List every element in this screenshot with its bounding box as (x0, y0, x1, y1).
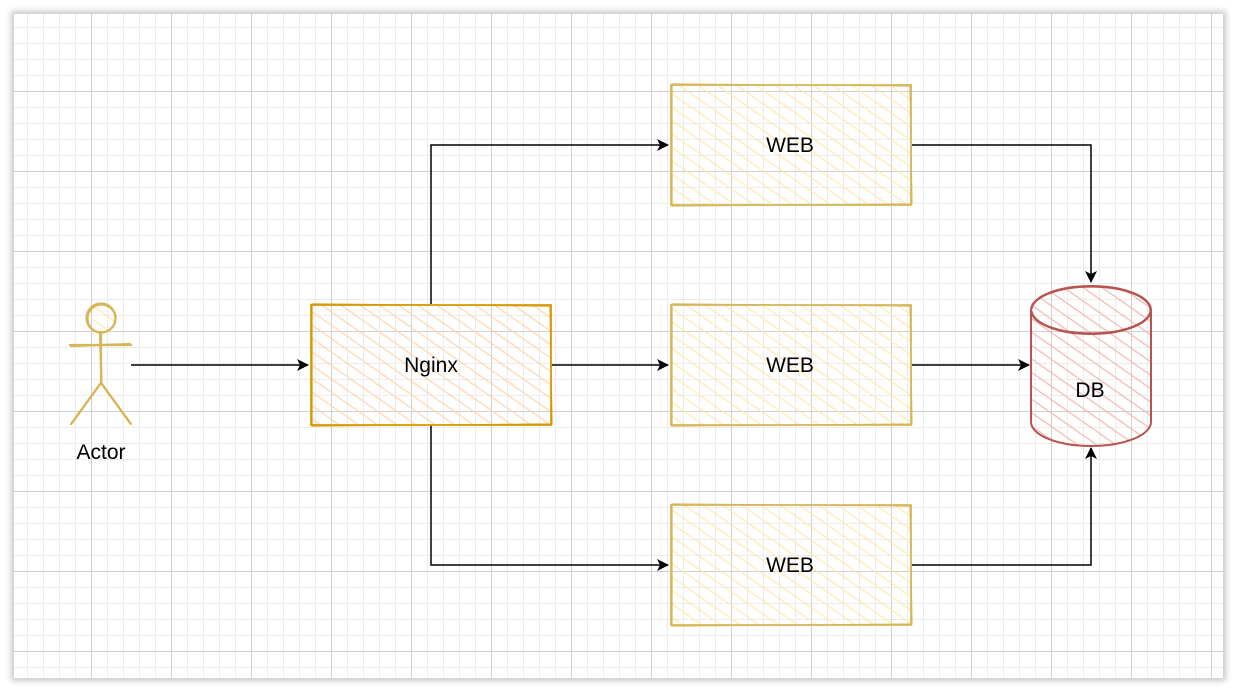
nginx-box-fill (311, 305, 551, 425)
edge-web-3-to-db[interactable] (912, 447, 1097, 566)
db-label: DB (1075, 379, 1104, 402)
diagram-canvas[interactable] (14, 14, 1223, 678)
nginx-label: Nginx (404, 354, 458, 377)
web-label: WEB (766, 554, 814, 577)
edge-web-1-to-db[interactable] (912, 144, 1097, 283)
web-label: WEB (766, 134, 814, 157)
db-cylinder-icon (1030, 285, 1152, 447)
actor-label: Actor (76, 441, 125, 464)
actor-icon (68, 302, 133, 426)
actor-node[interactable]: Actor (68, 302, 133, 465)
nginx-node[interactable]: Nginx (310, 303, 553, 427)
web-node-3[interactable]: WEB (670, 503, 913, 627)
db-node[interactable]: DB (1030, 285, 1152, 447)
web-label: WEB (766, 354, 814, 377)
web-node-1[interactable]: WEB (670, 83, 913, 207)
edges (131, 139, 1097, 571)
db-cylinder-fill (1031, 286, 1151, 446)
edge-nginx-to-web-3[interactable] (430, 425, 669, 571)
edge-nginx-to-web-1[interactable] (430, 139, 669, 304)
web-node-2[interactable]: WEB (670, 303, 913, 427)
